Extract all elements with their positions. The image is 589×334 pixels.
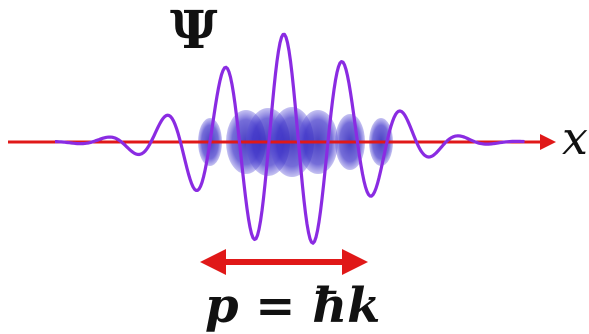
arrowhead-left-icon xyxy=(200,249,226,275)
x-axis-label: x xyxy=(562,111,588,165)
axis-arrowhead-icon xyxy=(540,134,556,150)
momentum-formula: p = ħk xyxy=(205,278,380,334)
momentum-double-arrow xyxy=(200,249,368,275)
wavefunction-label: Ψ xyxy=(170,0,218,61)
arrowhead-right-icon xyxy=(342,249,368,275)
